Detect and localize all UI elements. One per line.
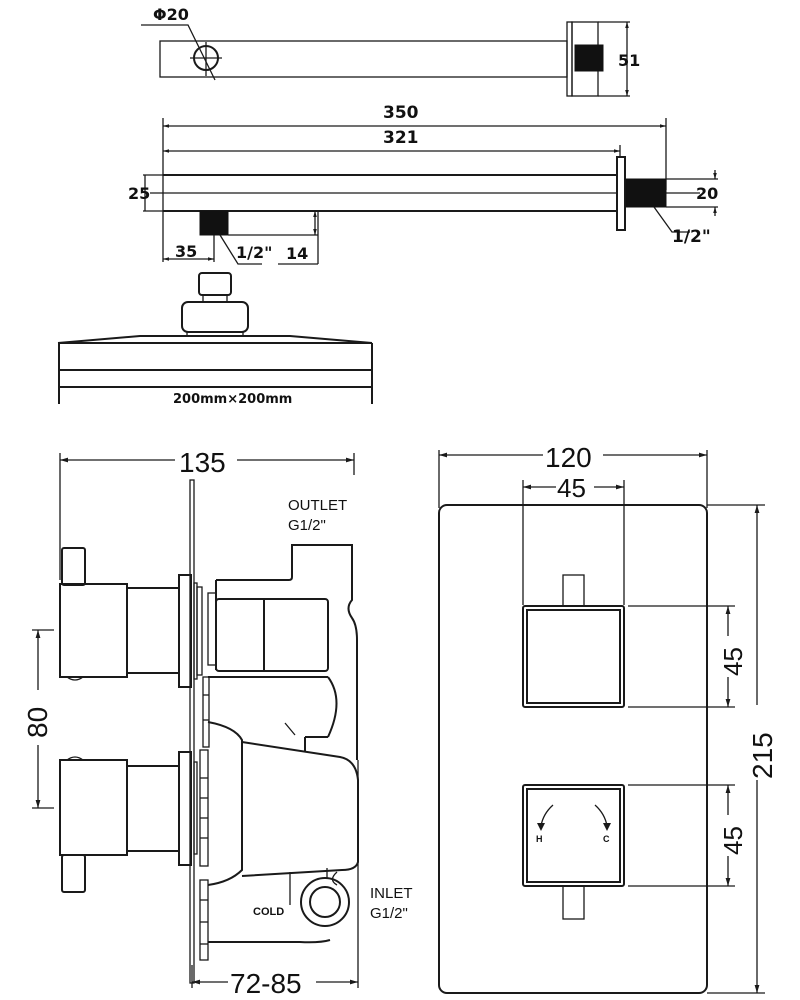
offset-35-label: 35 [175,242,197,261]
lower-handle-height-45-label: 45 [718,826,748,855]
inlet-pipe-outer [300,877,350,927]
mixing-body-front [207,721,243,886]
cold-label: COLD [253,906,284,918]
length-350-label: 350 [383,103,419,123]
head-nut [198,272,232,296]
arm-side-view: 350 321 25 20 1/2" [128,103,718,265]
cartridge-upper [215,598,329,672]
wall-cover-plate [189,479,195,984]
shower-head-view: 200mm×200mm [57,272,373,407]
length-321-label: 321 [383,128,419,148]
upper-handle-lever [61,547,86,586]
arm-top-view: Φ20 51 [141,5,640,97]
outlet-body-outline [216,544,358,760]
mixing-body [241,741,359,877]
lower-handle-body [59,759,128,856]
arm-top-body [159,40,568,78]
inlet-pipe-inner [309,886,341,918]
head-top-curve [57,335,373,344]
height-14-label: 14 [286,244,308,263]
wall-thread-label: 1/2" [672,227,711,247]
head-connector-icon [199,210,229,236]
diameter-label: Φ20 [153,5,189,24]
handle-width-45-label: 45 [557,473,586,503]
wall-thread-icon [625,178,667,208]
valve-cover-plate [438,504,708,994]
thread-20-label: 20 [696,184,718,203]
inlet-thread-label: G1/2" [370,905,408,922]
upper-handle-knob[interactable] [522,605,625,708]
width-120-label: 120 [545,442,592,473]
lower-handle-lever [61,854,86,893]
upper-handle-stub [562,574,585,610]
outlet-label: OUTLET [288,497,347,514]
head-swivel [181,301,249,333]
depth-135-label: 135 [179,447,226,478]
head-size-label: 200mm×200mm [173,392,292,407]
recess-72-85-label: 72-85 [230,968,302,999]
connector-thread-label: 1/2" [236,243,272,262]
arm-top-wall-flange [566,21,573,97]
arm-side-wall-flange [616,156,626,231]
thickness-25-label: 25 [128,184,150,203]
diameter-leader [141,24,216,81]
height-215-label: 215 [747,732,778,779]
spacing-80-label: 80 [22,707,53,738]
upper-handle-height-45-label: 45 [718,647,748,676]
valve-front-view: 120 45 45 H C 45 [438,442,778,994]
hot-label: H [536,834,543,844]
arm-top-thread-icon [574,44,604,72]
outlet-thread-label: G1/2" [288,517,326,534]
upper-handle-body [59,583,128,678]
inlet-label: INLET [370,885,413,902]
height-51-label: 51 [618,51,640,70]
lower-handle-stub [562,885,585,920]
cold-indicator-label: C [603,834,610,844]
valve-side-view: 135 [22,447,413,999]
